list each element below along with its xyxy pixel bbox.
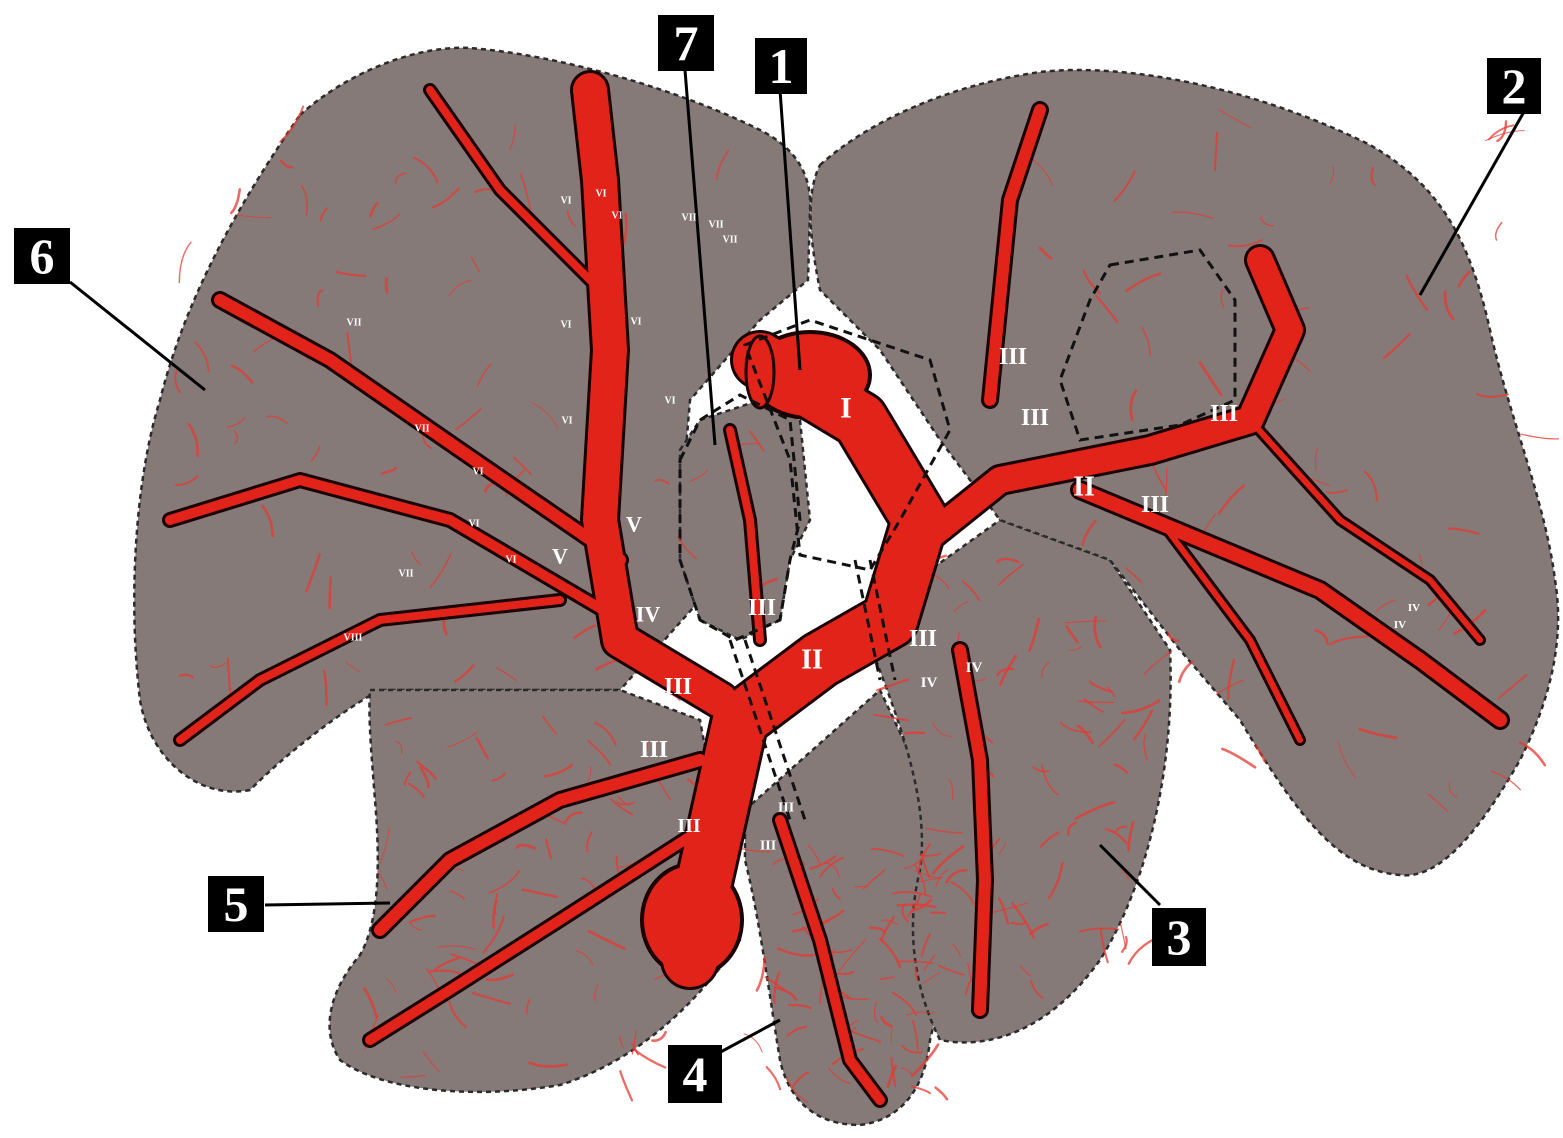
generation-label-small: VI: [560, 196, 571, 207]
generation-label-major: V: [626, 512, 642, 537]
region-label-1-text: 1: [769, 38, 794, 94]
generation-label-major: IV: [636, 602, 661, 627]
generation-label-small: III: [778, 801, 794, 816]
generation-label-small: VI: [472, 467, 483, 478]
fine-vessel: [757, 958, 765, 991]
generation-label-major: III: [909, 626, 937, 652]
generation-label-small: VI: [468, 519, 479, 530]
generation-label-major: III: [1141, 492, 1169, 518]
region-label-4-text: 4: [683, 1046, 708, 1102]
generation-label-small: VIII: [344, 633, 363, 644]
region-label-2-text: 2: [1502, 58, 1527, 114]
region-label-5: 5: [208, 876, 264, 932]
fine-vessel: [1129, 939, 1155, 964]
generation-label-major: III: [677, 815, 701, 837]
region-label-1: 1: [755, 38, 807, 94]
generation-label-major: III: [1021, 405, 1049, 431]
fine-vessel: [905, 733, 924, 734]
generation-label-small: VI: [630, 317, 641, 328]
leader-4: [715, 1020, 780, 1055]
generation-label-major: V: [552, 544, 568, 569]
generation-label-small: VI: [561, 416, 572, 427]
fine-vessel: [620, 1071, 632, 1100]
lobes: [134, 48, 1558, 1125]
region-label-3: 3: [1152, 908, 1206, 966]
region-label-6-text: 6: [30, 228, 55, 284]
generation-label-small: VI: [505, 555, 516, 566]
fine-vessel: [386, 279, 387, 293]
fine-vessel: [179, 242, 191, 282]
fine-vessel: [1521, 434, 1558, 439]
vessel-bulb: [644, 866, 740, 974]
fine-vessel: [936, 1088, 947, 1100]
generation-label-major: III: [1210, 401, 1238, 427]
region-label-7: 7: [658, 15, 714, 71]
generation-label-small: III: [760, 839, 776, 854]
region-label-6: 6: [14, 228, 70, 284]
generation-label-small: IV: [921, 675, 938, 691]
generation-label-major: II: [1073, 472, 1095, 503]
fine-vessel: [634, 1049, 665, 1067]
generation-label-small: VI: [595, 189, 606, 200]
fine-vessel: [1496, 223, 1502, 240]
generation-label-small: IV: [1394, 619, 1406, 631]
generation-label-small: VII: [398, 569, 413, 580]
generation-label-major: II: [801, 645, 823, 676]
generation-label-major: III: [748, 595, 776, 621]
generation-label-small: VII: [722, 235, 737, 246]
generation-label-small: VII: [346, 318, 361, 329]
generation-label-small: VII: [681, 213, 696, 224]
vessel-cut-end: [746, 336, 774, 408]
fine-vessel: [1222, 749, 1255, 767]
generation-label-major: III: [999, 344, 1027, 370]
generation-label-major: III: [640, 737, 668, 763]
region-label-2: 2: [1487, 58, 1541, 114]
fine-vessel: [1179, 662, 1192, 682]
generation-label-major: III: [782, 723, 806, 745]
generation-label-small: VI: [560, 320, 571, 331]
generation-label-small: IV: [966, 660, 983, 676]
region-label-7-text: 7: [674, 15, 699, 71]
region-label-5-text: 5: [224, 876, 249, 932]
generation-label-major: III: [664, 674, 692, 700]
region-label-4: 4: [668, 1045, 722, 1103]
generation-label-small: IV: [1408, 602, 1420, 614]
generation-label-small: VI: [611, 211, 622, 222]
region-label-3-text: 3: [1167, 909, 1192, 965]
generation-label-small: VI: [664, 396, 675, 407]
fine-vessel: [330, 578, 331, 609]
generation-label-small: VII: [414, 424, 429, 435]
leader-5: [265, 903, 390, 905]
generation-label-major: I: [840, 392, 852, 425]
fine-vessel: [767, 1067, 780, 1089]
generation-label-small: VII: [708, 220, 723, 231]
